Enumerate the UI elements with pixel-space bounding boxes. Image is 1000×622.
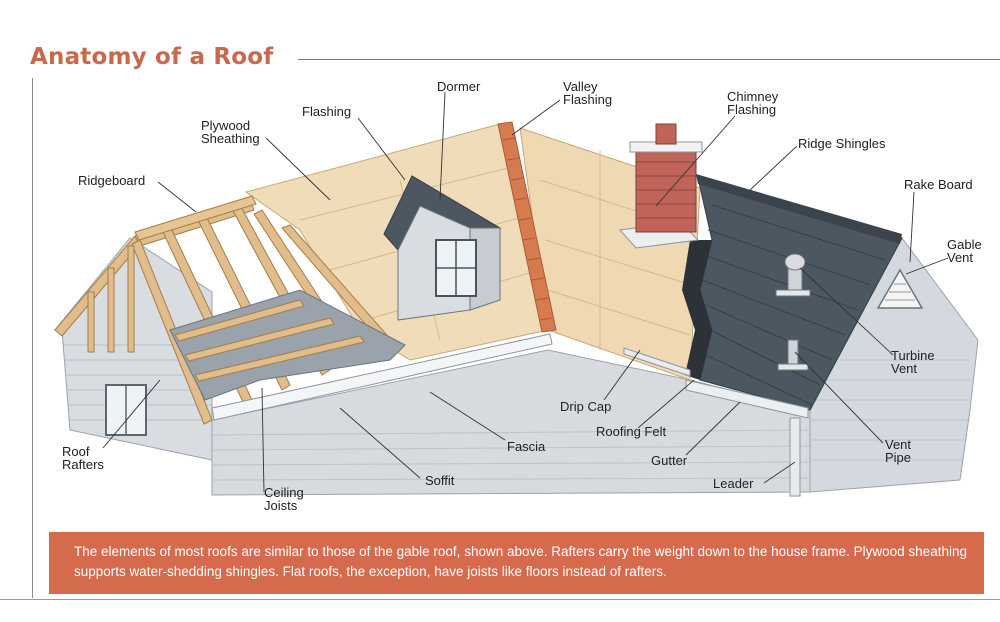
label-flashing: Flashing — [302, 104, 352, 119]
label-chimney-flashing: Chimney Flashing — [727, 89, 779, 117]
ceiling-joists — [174, 299, 365, 382]
leader — [789, 417, 801, 497]
label-ridge-shingles: Ridge Shingles — [798, 136, 886, 151]
ridge-shingles — [696, 174, 902, 244]
drip-cap — [623, 347, 691, 377]
valley-flashing — [497, 121, 557, 333]
title-rule — [298, 59, 1000, 60]
gable-vent — [876, 268, 924, 309]
label-leader: Leader — [713, 476, 754, 491]
label-ridgeboard: Ridgeboard — [78, 173, 146, 188]
caption-box: The elements of most roofs are similar t… — [49, 532, 984, 594]
label-dormer: Dormer — [437, 79, 481, 94]
left-rule — [32, 78, 33, 598]
label-soffit: Soffit — [425, 473, 455, 488]
label-roof-rafters: Roof Rafters — [62, 444, 104, 472]
page-title: Anatomy of a Roof — [30, 44, 274, 70]
ridgeboard — [134, 195, 257, 241]
caption-text: The elements of most roofs are similar t… — [74, 544, 967, 579]
fascia — [211, 333, 553, 421]
label-gutter: Gutter — [651, 453, 688, 468]
label-gable-vent: Gable Vent — [947, 237, 982, 265]
label-plywood-sheathing: Plywood Sheathing — [201, 118, 260, 146]
label-roofing-felt: Roofing Felt — [596, 424, 667, 439]
label-ceiling-joists: Ceiling Joists — [264, 485, 304, 513]
label-rake-board: Rake Board — [904, 177, 973, 192]
label-fascia: Fascia — [507, 439, 546, 454]
label-drip-cap: Drip Cap — [560, 399, 612, 414]
label-turbine-vent: Turbine Vent — [891, 348, 935, 376]
label-vent-pipe: Vent Pipe — [885, 437, 912, 465]
label-valley-flashing: Valley Flashing — [563, 79, 613, 107]
roof-illustration — [53, 91, 979, 497]
bottom-rule — [0, 599, 1000, 600]
roofing-felt — [682, 240, 712, 380]
